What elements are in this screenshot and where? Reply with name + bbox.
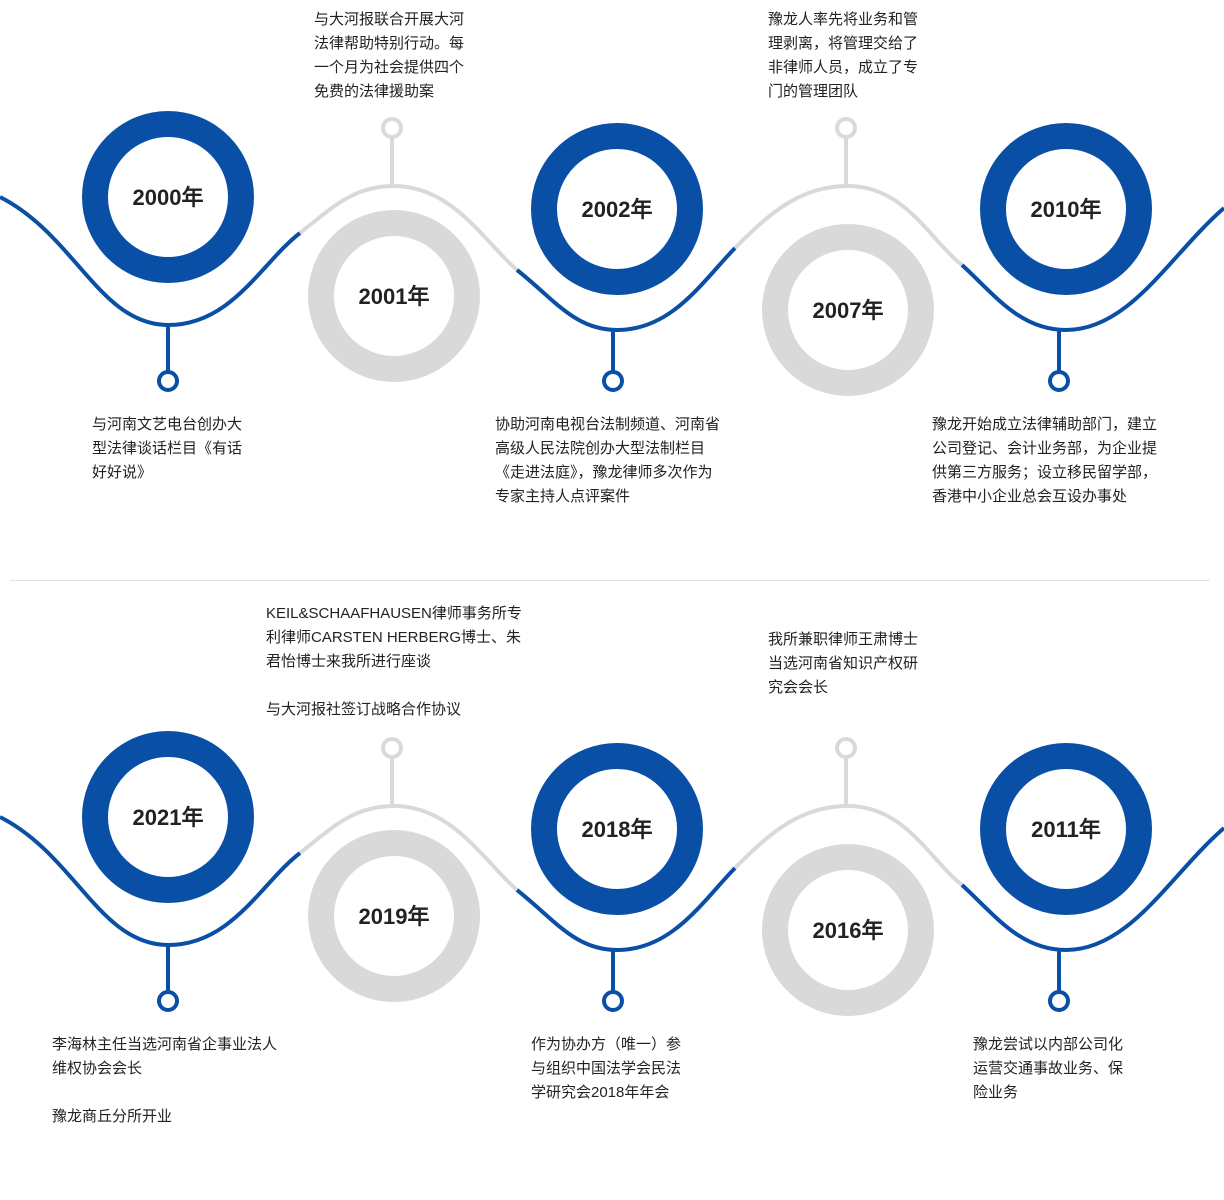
event-text-2019: KEIL&SCHAAFHAUSEN律师事务所专 利律师CARSTEN HERBE… [266,605,522,718]
year-ring [308,210,480,382]
event-text-2011: 豫龙尝试以内部公司化 运营交通事故业务、保 险业务 [973,1036,1124,1101]
connector-dot [1048,990,1070,1012]
event-text-2010: 豫龙开始成立法律辅助部门，建立 公司登记、会计业务部，为企业提 供第三方服务；设… [932,416,1158,505]
connector-dot [381,117,403,139]
year-ring [762,224,934,396]
event-text-2000: 与河南文艺电台创办大 型法律谈话栏目《有话 好好说》 [92,416,243,481]
connector-dot [381,737,403,759]
year-ring [980,123,1152,295]
year-label: 2010年 [1031,197,1102,222]
year-label: 2007年 [813,298,884,323]
timeline-row-1: 2000年 2001年 2002年 2007年 2010年 [0,111,1224,396]
year-ring [308,830,480,1002]
connector-dot [602,990,624,1012]
event-text-2016: 我所兼职律师王肃博士 当选河南省知识产权研 究会会长 [768,631,919,696]
section-divider [10,580,1210,581]
wave-segment [733,183,964,267]
timeline-row-2: 2021年 2019年 2018年 2016年 2011年 [0,731,1224,1016]
connector-dot [835,737,857,759]
wave-segment [0,815,302,948]
wave-segment [515,246,737,333]
event-text-2002: 协助河南电视台法制频道、河南省 高级人民法院创办大型法制栏目 《走进法庭》，豫龙… [495,416,721,505]
connector-dot [835,117,857,139]
wave-segment [960,206,1224,333]
wave-segment [298,803,519,892]
year-ring [980,743,1152,915]
year-ring [762,844,934,1016]
event-text-2018: 作为协办方（唯一）参 与组织中国法学会民法 学研究会2018年年会 [531,1036,682,1101]
year-ring [82,111,254,283]
year-label: 2001年 [359,284,430,309]
event-text-2007: 豫龙人率先将业务和管 理剥离，将管理交给了 非律师人员，成立了专 门的管理团队 [768,11,919,100]
year-label: 2000年 [133,185,204,210]
event-text-2021: 李海林主任当选河南省企事业法人 维权协会会长 豫龙商丘分所开业 [52,1036,278,1125]
year-ring [531,123,703,295]
connector-dot [157,370,179,392]
connector-dot [157,990,179,1012]
year-label: 2019年 [359,904,430,929]
connector-dot [602,370,624,392]
year-label: 2018年 [582,817,653,842]
year-label: 2002年 [582,197,653,222]
wave-segment [0,195,302,328]
wave-segment [515,866,737,953]
year-ring [82,731,254,903]
connector-dot [1048,370,1070,392]
event-text-2001: 与大河报联合开展大河 法律帮助特别行动。每 一个月为社会提供四个 免费的法律援助… [314,11,465,100]
year-label: 2011年 [1031,817,1101,842]
wave-segment [960,826,1224,953]
wave-segment [298,183,519,272]
year-label: 2021年 [133,805,204,830]
year-ring [531,743,703,915]
year-label: 2016年 [813,918,884,943]
wave-segment [733,803,964,887]
